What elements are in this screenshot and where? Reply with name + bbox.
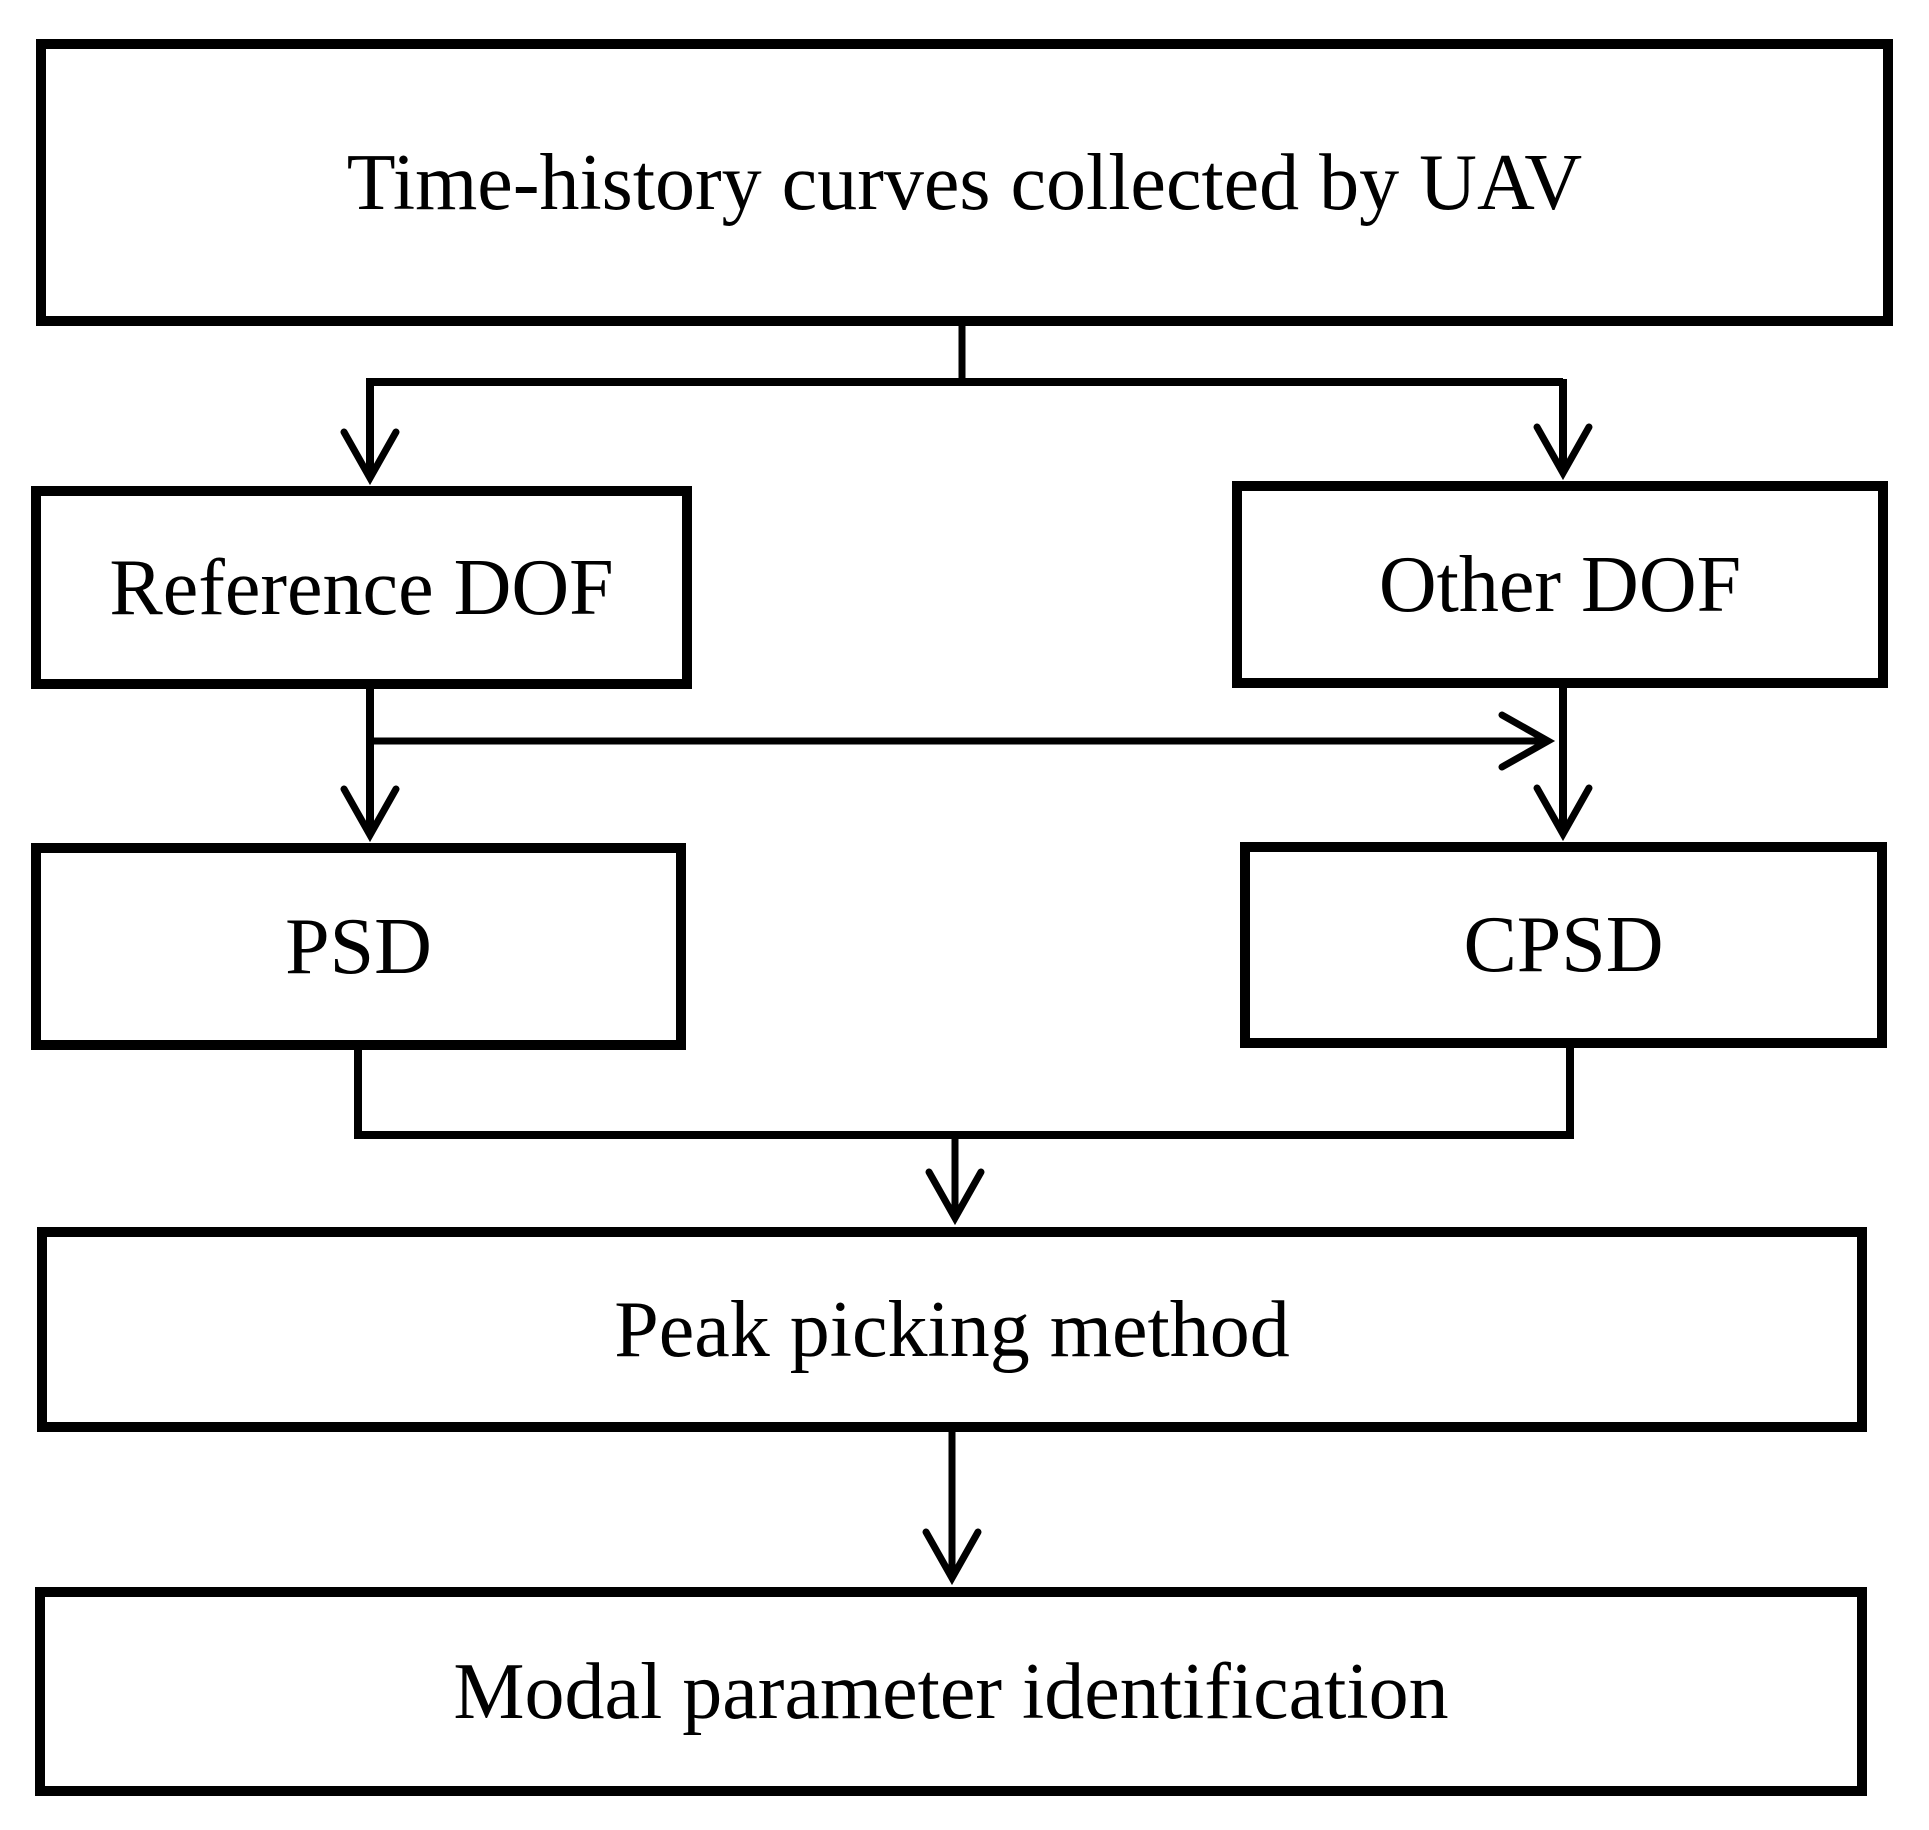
node-cpsd-label: CPSD (1463, 901, 1664, 989)
node-other-dof-label: Other DOF (1378, 540, 1742, 629)
node-psd: PSD (31, 843, 686, 1050)
node-peak-picking-method-label: Peak picking method (614, 1285, 1290, 1374)
node-modal-parameter-identification: Modal parameter identification (35, 1587, 1867, 1796)
node-time-history-curves: Time-history curves collected by UAV (36, 39, 1893, 326)
node-other-dof: Other DOF (1232, 481, 1888, 688)
node-peak-picking-method: Peak picking method (37, 1227, 1867, 1432)
node-psd-label: PSD (285, 902, 432, 991)
node-time-history-curves-label: Time-history curves collected by UAV (346, 138, 1583, 227)
node-cpsd: CPSD (1240, 842, 1887, 1048)
edge-merge-bus (354, 1048, 1574, 1139)
node-reference-dof: Reference DOF (31, 486, 692, 689)
node-reference-dof-label: Reference DOF (109, 543, 614, 632)
node-modal-parameter-identification-label: Modal parameter identification (453, 1647, 1449, 1736)
